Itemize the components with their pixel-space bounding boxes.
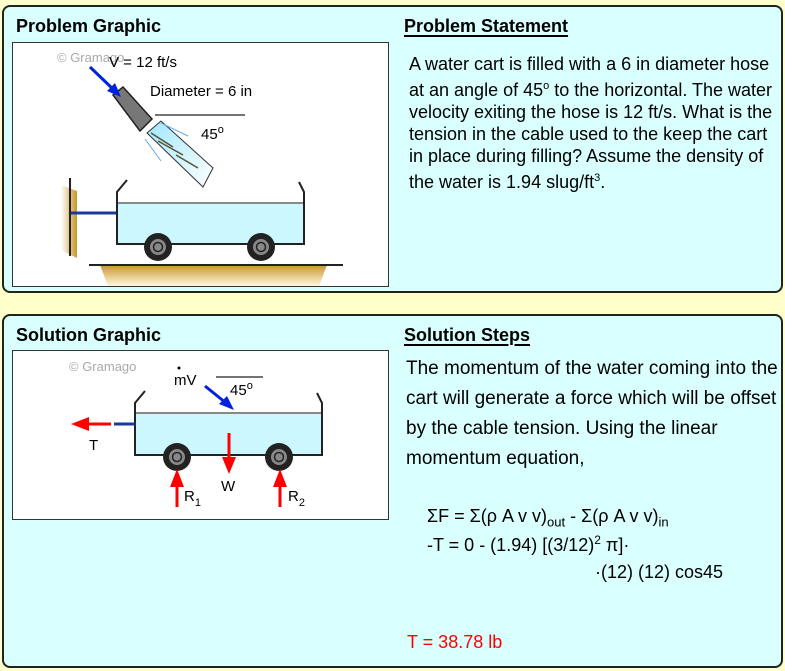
r1-arrowhead xyxy=(170,469,184,487)
solution-panel: Solution Graphic Solution Steps © Gramag… xyxy=(2,314,783,668)
problem-statement: A water cart is filled with a 6 in diame… xyxy=(409,53,774,193)
wheel-right xyxy=(265,443,293,471)
velocity-arrowhead xyxy=(107,83,121,97)
velocity-arrow xyxy=(88,65,117,93)
angle-label: 45o xyxy=(201,124,224,143)
statement-text: to the horizontal. The water velocity ex… xyxy=(409,80,773,192)
statement-text: . xyxy=(600,172,606,192)
solution-diagram: © Gramago T W R1 R2 mV xyxy=(69,359,323,509)
solution-graphic-title: Solution Graphic xyxy=(16,325,162,345)
equation-line-1: ΣF = Σ(ρ A v v)out - Σ(ρ A v v)in xyxy=(427,506,669,530)
eq1-sub-in: in xyxy=(658,514,669,530)
flow-arrows xyxy=(150,132,199,169)
problem-panel: Problem Graphic Problem Statement © Gram… xyxy=(2,5,783,293)
tension-label: T xyxy=(89,437,98,454)
r2-arrowhead xyxy=(273,469,287,487)
statement-text: A water cart is filled with a 6 in diame… xyxy=(409,54,770,100)
cube-sup: 3 xyxy=(594,172,601,184)
spray-line xyxy=(160,122,189,137)
floor xyxy=(100,265,327,286)
solution-steps-title: Solution Steps xyxy=(404,325,530,345)
eq2-part: π]· xyxy=(600,535,630,555)
equation-line-2: -T = 0 - (1.94) [(3/12)2 π]· xyxy=(427,533,629,556)
solution-graphic: © Gramago T W R1 R2 mV xyxy=(12,350,389,520)
solution-steps-text: The momentum of the water coming into th… xyxy=(406,358,778,469)
equation-line-3: ·(12) (12) cos45 xyxy=(595,562,724,582)
eq1-sub-out: out xyxy=(547,514,566,530)
momentum-arrow xyxy=(204,384,227,405)
eq2-part: -T = 0 - (1.94) [(3/12) xyxy=(427,535,595,555)
problem-graphic-title: Problem Graphic xyxy=(16,16,162,36)
r2-label: R2 xyxy=(288,488,305,509)
velocity-label: V = 12 ft/s xyxy=(109,54,177,71)
spray-line xyxy=(144,138,162,162)
watermark: © Gramago xyxy=(57,50,124,65)
momentum-arrowhead xyxy=(219,396,234,410)
wheel-right xyxy=(247,233,275,261)
momentum-label: mV xyxy=(174,372,197,389)
watermark: © Gramago xyxy=(69,359,136,374)
tension-arrowhead xyxy=(71,417,89,431)
hose-nozzle xyxy=(111,85,154,133)
diameter-label: Diameter = 6 in xyxy=(150,83,252,100)
wheel-left xyxy=(163,443,191,471)
problem-diagram: © Gramago V = 12 xyxy=(57,50,343,286)
cart-body xyxy=(116,179,305,245)
cart-water xyxy=(117,203,304,244)
mdot-dot xyxy=(177,366,181,370)
problem-statement-title: Problem Statement xyxy=(404,16,569,36)
answer: T = 38.78 lb xyxy=(407,632,503,652)
wheel-left xyxy=(144,233,172,261)
weight-label: W xyxy=(221,478,236,495)
r1-label: R1 xyxy=(184,488,201,509)
eq1-part: - Σ(ρ A v v) xyxy=(565,506,659,526)
problem-graphic: © Gramago V = 12 xyxy=(12,42,389,287)
weight-arrowhead xyxy=(222,457,236,474)
eq1-part: ΣF = Σ(ρ A v v) xyxy=(427,506,548,526)
degree-sup: o xyxy=(543,80,550,92)
eq2-sup: 2 xyxy=(594,533,601,547)
angle-label: 45o xyxy=(230,380,253,399)
